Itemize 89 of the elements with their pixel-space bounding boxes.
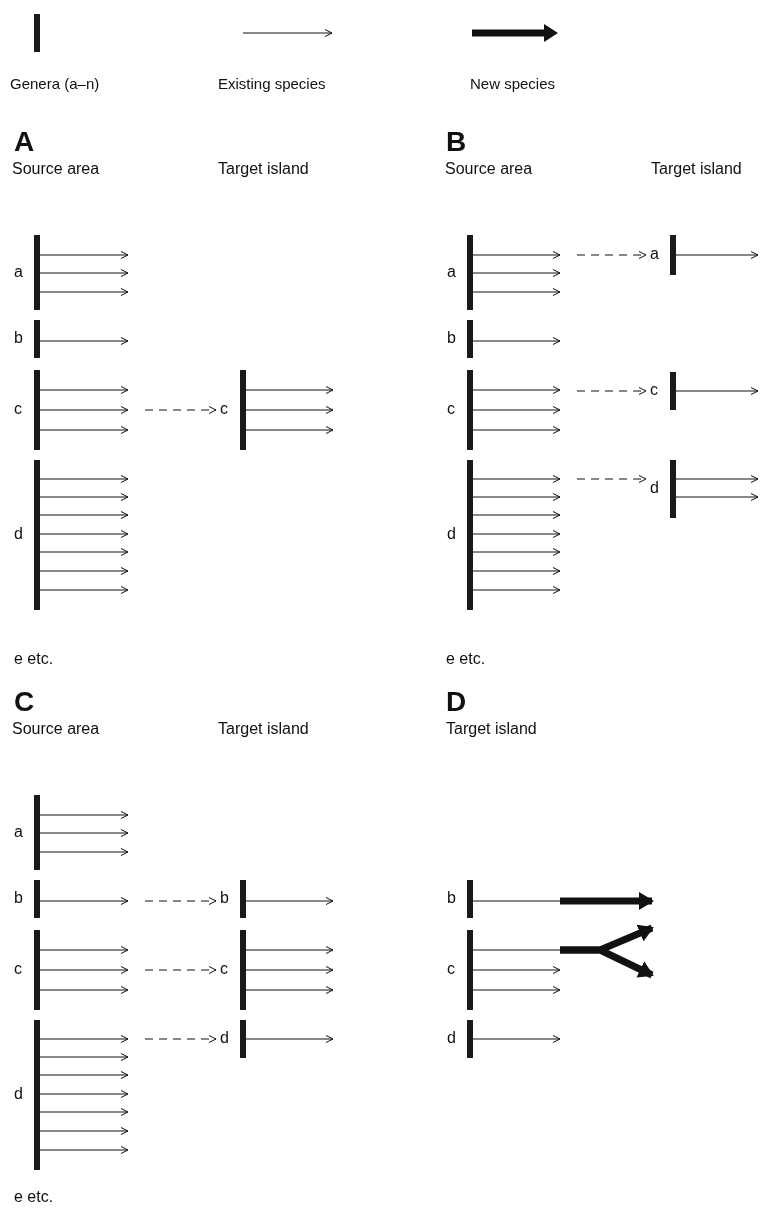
species-arrow — [472, 586, 561, 594]
species-arrow — [472, 288, 561, 296]
genus-letter: c — [14, 400, 22, 418]
genus-letter: d — [650, 479, 659, 497]
species-arrow — [675, 251, 759, 259]
panel-letter: C — [14, 686, 35, 718]
note: e etc. — [14, 650, 54, 668]
species-arrow — [472, 567, 561, 575]
genus-letter: a — [447, 262, 456, 281]
genus-letter: d — [14, 525, 23, 543]
genus-letter: c — [220, 960, 228, 978]
species-arrow — [39, 1071, 129, 1079]
column-heading: Target island — [446, 720, 537, 738]
panel-letter: D — [446, 686, 467, 718]
species-arrow — [39, 475, 129, 483]
species-arrow — [472, 530, 561, 538]
species-arrow — [39, 288, 129, 296]
genus-letter: b — [447, 889, 456, 907]
species-arrow — [39, 1053, 129, 1061]
species-arrow — [472, 426, 561, 434]
column-heading: Source area — [12, 160, 100, 178]
species-arrow — [39, 586, 129, 594]
genus-letter: b — [220, 889, 229, 907]
species-arrow — [245, 966, 334, 974]
species-arrow — [39, 946, 129, 954]
genus-letter: d — [14, 1085, 23, 1103]
legend-text: Genera (a–n) — [10, 75, 100, 92]
species-arrow — [39, 337, 129, 345]
species-arrow — [39, 829, 129, 837]
panel-letter: A — [14, 126, 35, 158]
species-arrow — [39, 848, 129, 856]
genus-letter: b — [447, 329, 456, 347]
species-arrow — [472, 511, 561, 519]
column-heading: Target island — [651, 160, 742, 178]
species-arrow — [472, 1035, 561, 1043]
column-heading: Source area — [445, 160, 533, 178]
column-heading: Target island — [218, 720, 309, 738]
note: e etc. — [446, 650, 486, 668]
species-arrow — [39, 548, 129, 556]
species-arrow — [472, 493, 561, 501]
genus-letter: c — [650, 381, 658, 399]
genus-letter: c — [447, 960, 455, 978]
species-arrow — [245, 426, 334, 434]
species-arrow — [675, 387, 759, 395]
species-arrow — [245, 986, 334, 994]
genus-letter: d — [447, 525, 456, 543]
species-arrow — [472, 986, 561, 994]
species-arrow — [245, 946, 334, 954]
species-arrow — [39, 811, 129, 819]
genus-letter: b — [14, 889, 23, 907]
species-arrow — [39, 1127, 129, 1135]
species-arrow — [39, 1146, 129, 1154]
genus-letter: a — [650, 245, 659, 263]
species-arrow — [39, 986, 129, 994]
species-arrow — [39, 386, 129, 394]
column-heading: Source area — [12, 720, 100, 738]
species-arrow — [675, 475, 759, 483]
species-arrow — [39, 567, 129, 575]
species-arrow — [472, 406, 561, 414]
genus-letter: d — [220, 1029, 229, 1047]
species-arrow — [39, 511, 129, 519]
species-arrow — [245, 897, 334, 905]
genus-letter: c — [220, 400, 228, 418]
species-arrow — [39, 1108, 129, 1116]
species-arrow — [39, 251, 129, 259]
species-arrow — [39, 493, 129, 501]
species-arrow — [472, 337, 561, 345]
panel-letter: B — [446, 126, 467, 158]
species-arrow — [39, 426, 129, 434]
species-arrow — [472, 966, 561, 974]
species-arrow — [472, 548, 561, 556]
species-arrow — [39, 530, 129, 538]
species-arrow — [245, 386, 334, 394]
genus-letter: c — [447, 400, 455, 418]
genus-letter: c — [14, 960, 22, 978]
species-arrow — [39, 1090, 129, 1098]
note: e etc. — [14, 1188, 54, 1206]
genus-letter: a — [14, 262, 23, 281]
legend-text: New species — [470, 75, 556, 92]
genus-letter: d — [447, 1029, 456, 1047]
genus-letter: a — [14, 822, 23, 841]
species-arrow — [39, 269, 129, 277]
genus-letter: b — [14, 329, 23, 347]
species-arrow — [245, 406, 334, 414]
species-arrow — [245, 1035, 334, 1043]
legend-text: Existing species — [218, 75, 326, 92]
column-heading: Target island — [218, 160, 309, 178]
species-arrow — [675, 493, 759, 501]
species-arrow — [472, 269, 561, 277]
